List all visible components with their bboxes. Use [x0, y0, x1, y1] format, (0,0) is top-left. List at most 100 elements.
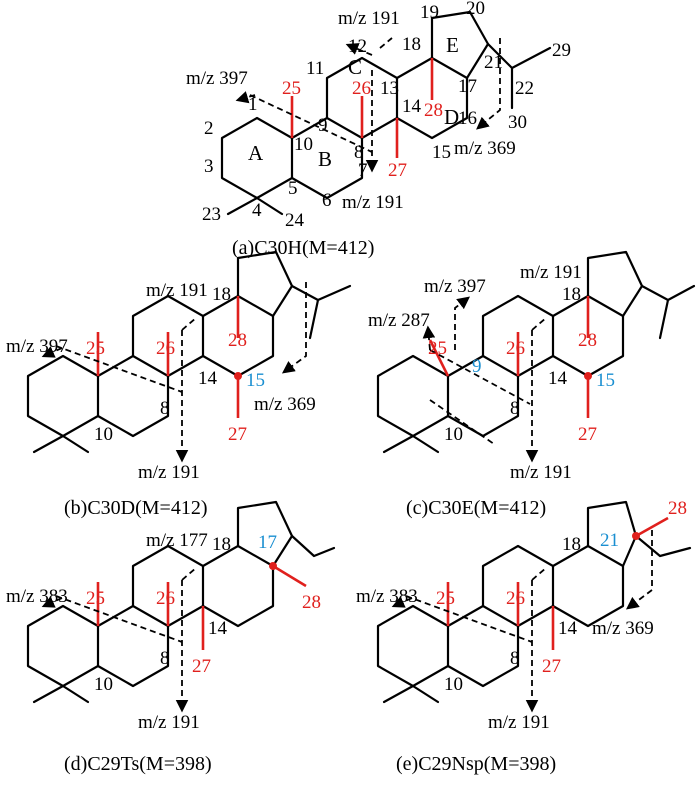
fragment-label: m/z 191 [138, 462, 200, 483]
atom-label: 28 [424, 100, 443, 121]
panel-e-cleavage-lines [391, 530, 653, 713]
panel-d-skeleton [26, 500, 336, 704]
atom-label: 26 [506, 338, 525, 359]
atom-label: 9 [472, 356, 482, 377]
atom-label: 8 [354, 142, 364, 163]
atom-label: 14 [198, 368, 218, 389]
atom-label: 10 [94, 674, 113, 695]
fragment-label: m/z 191 [342, 192, 404, 213]
atom-label: 18 [562, 284, 581, 305]
panel-c-atom-labels: 10 8 14 18 25 26 28 27 9 15 [428, 284, 615, 445]
ring-label: C [348, 55, 362, 79]
panel-a-methyls-red [290, 58, 434, 158]
atom-label: 10 [94, 424, 113, 445]
atom-label: 26 [506, 588, 525, 609]
atom-label: 14 [558, 618, 578, 639]
panel-d: 10 8 14 18 25 26 27 28 17 m/z 177 m/z 38… [6, 500, 336, 775]
atom-label: 4 [252, 200, 262, 221]
panel-e-methyls-red [446, 516, 669, 650]
panel-b-methyls-red [96, 296, 242, 418]
atom-label: 15 [432, 142, 451, 163]
atom-label: 27 [542, 656, 561, 677]
atom-label: 3 [204, 156, 214, 177]
panel-a-fragments: m/z 397 m/z 191 m/z 191 m/z 369 [186, 8, 516, 213]
atom-label: 5 [288, 178, 298, 199]
fragment-label: m/z 397 [424, 276, 486, 297]
panel-e-caption: (e)C29Nsp(M=398) [396, 753, 556, 775]
atom-label: 21 [484, 52, 503, 73]
atom-label: 9 [318, 115, 328, 136]
panel-a: 1 2 3 4 5 6 7 8 9 10 11 12 13 14 15 16 1… [186, 0, 571, 259]
atom-label: 18 [212, 284, 231, 305]
marker-dot [234, 372, 242, 380]
atom-label: 29 [552, 40, 571, 61]
marker-dot [632, 532, 640, 540]
ring-label: A [248, 141, 264, 165]
atom-label: 13 [380, 78, 399, 99]
atom-label: 14 [402, 96, 422, 117]
atom-label: 25 [428, 338, 447, 359]
panel-b-cleavage-lines [41, 282, 307, 463]
fragment-label: m/z 191 [138, 712, 200, 733]
atom-label: 18 [402, 34, 421, 55]
atom-label: 26 [156, 588, 175, 609]
atom-label: 7 [358, 160, 368, 181]
fragment-label: m/z 191 [488, 712, 550, 733]
panel-a-ring-labels: A B C D E [248, 33, 459, 171]
panel-e-atom-labels: 10 8 14 18 25 26 27 28 21 [436, 498, 687, 695]
panel-a-cleavage-lines [235, 37, 501, 173]
atom-label: 25 [86, 338, 105, 359]
panel-a-atom-labels: 1 2 3 4 5 6 7 8 9 10 11 12 13 14 15 16 1… [202, 0, 571, 231]
panel-b: 10 8 14 18 25 26 28 27 15 m/z 397 m/z 19… [6, 250, 352, 519]
atom-label: 8 [510, 648, 520, 669]
atom-label: 16 [458, 108, 477, 129]
atom-label: 10 [444, 424, 463, 445]
atom-label: 18 [562, 534, 581, 555]
panel-c-methyls-red [428, 296, 592, 418]
fragment-label: m/z 383 [6, 586, 68, 607]
atom-label: 14 [208, 618, 228, 639]
atom-label: 27 [388, 160, 407, 181]
atom-label: 11 [306, 58, 324, 79]
atom-label: 25 [436, 588, 455, 609]
panel-d-atom-labels: 10 8 14 18 25 26 27 28 17 [86, 532, 321, 695]
panel-d-caption: (d)C29Ts(M=398) [64, 753, 212, 775]
atom-label: 17 [458, 76, 477, 97]
atom-label: 23 [202, 204, 221, 225]
ring-label: E [446, 33, 459, 57]
panel-b-fragments: m/z 397 m/z 191 m/z 191 m/z 369 [6, 280, 316, 483]
atom-label: 10 [294, 134, 313, 155]
panel-c-caption: (c)C30E(M=412) [406, 497, 546, 519]
fragment-label: m/z 287 [368, 310, 430, 331]
atom-label: 26 [352, 78, 371, 99]
atom-label: 27 [578, 424, 597, 445]
atom-label: 25 [282, 78, 301, 99]
panel-b-caption: (b)C30D(M=412) [64, 497, 208, 519]
atom-label: 28 [302, 592, 321, 613]
atom-label: 12 [348, 36, 367, 57]
atom-label: 10 [444, 674, 463, 695]
atom-label: 24 [285, 210, 305, 231]
atom-label: 1 [248, 94, 258, 115]
marker-dot [584, 372, 592, 380]
fragment-label: m/z 383 [356, 586, 418, 607]
marker-dot [269, 562, 277, 570]
atom-label: 28 [668, 498, 687, 519]
panel-a-skeleton [220, 10, 552, 216]
atom-label: 8 [160, 648, 170, 669]
panel-e: 10 8 14 18 25 26 27 28 21 m/z 383 m/z 19… [356, 498, 692, 775]
panel-d-fragments: m/z 177 m/z 383 m/z 191 [6, 530, 208, 733]
ring-label: B [318, 147, 332, 171]
atom-label: 14 [548, 368, 568, 389]
atom-label: 8 [510, 398, 520, 419]
fragment-label: m/z 369 [592, 618, 654, 639]
fragment-label: m/z 369 [454, 138, 516, 159]
panel-c-cleavage-lines [422, 296, 547, 463]
panel-b-skeleton [26, 250, 352, 454]
atom-label: 22 [515, 78, 534, 99]
atom-label: 27 [228, 424, 247, 445]
fragment-label: m/z 369 [254, 394, 316, 415]
panel-c-fragments: m/z 287 m/z 397 m/z 191 m/z 191 [368, 262, 582, 483]
fragment-label: m/z 191 [338, 8, 400, 29]
atom-label: 28 [578, 330, 597, 351]
